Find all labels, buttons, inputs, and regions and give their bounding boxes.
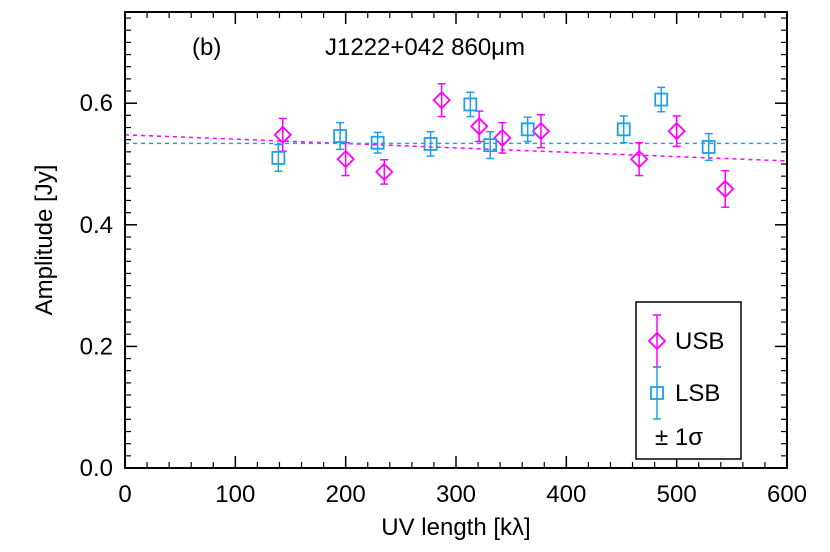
lsb-marker: [271, 151, 286, 165]
y-tick-label: 0.0: [80, 455, 113, 482]
usb-error-bar: [536, 114, 545, 149]
lsb-point: [616, 115, 631, 144]
lsb-point: [520, 116, 535, 143]
legend-usb-label: USB: [675, 328, 724, 355]
lsb-error-bar: [336, 121, 345, 151]
legend-item-lsb: LSB: [650, 366, 720, 420]
usb-marker: [629, 149, 649, 169]
y-tick-label: 0.6: [80, 90, 113, 117]
lsb-point: [333, 121, 348, 151]
legend-items: USB LSB: [647, 314, 724, 420]
usb-point: [469, 110, 489, 143]
y-axis-label: Amplitude [Jy]: [31, 165, 58, 316]
y-tick-label: 0.4: [80, 212, 113, 239]
legend-lsb-marker: [650, 386, 664, 400]
legend-lsb-label: LSB: [675, 380, 720, 407]
x-tick-label: 600: [767, 481, 807, 508]
usb-point: [432, 82, 451, 118]
data-points: [271, 82, 735, 208]
legend-item-usb: USB: [647, 314, 724, 368]
usb-marker: [493, 128, 512, 148]
x-tick-label: 100: [215, 481, 255, 508]
lsb-point: [701, 132, 716, 162]
panel-label: (b): [192, 34, 221, 61]
legend-lsb-error-bar: [653, 366, 661, 420]
legend-error-note: ± 1σ: [655, 424, 703, 451]
lsb-point: [370, 131, 385, 154]
x-tick-label: 300: [436, 481, 476, 508]
x-tick-label: 400: [546, 481, 586, 508]
usb-error-bar: [672, 115, 681, 148]
usb-fit-line: [124, 134, 788, 162]
lsb-marker: [701, 140, 716, 154]
legend: USB LSB ± 1σ: [635, 301, 742, 460]
lsb-error-bar: [426, 131, 435, 157]
usb-marker: [375, 162, 394, 182]
tick-labels: 0 100 200 300 400 500 600 0.0 0.2 0.4 0.6: [80, 90, 807, 508]
lsb-error-bar: [486, 131, 495, 160]
lsb-point: [483, 131, 498, 160]
lsb-marker: [333, 129, 348, 143]
lsb-error-bar: [274, 143, 283, 173]
x-axis-label: UV length [kλ]: [381, 514, 530, 541]
axis-ticks: [124, 12, 788, 469]
usb-point: [715, 169, 735, 208]
usb-point: [629, 141, 649, 177]
usb-error-bar: [341, 141, 350, 177]
lsb-point: [271, 143, 286, 173]
lsb-error-bar: [466, 91, 475, 118]
x-tick-label: 200: [326, 481, 366, 508]
usb-point: [375, 158, 394, 185]
lsb-marker: [654, 92, 669, 107]
usb-marker: [469, 117, 489, 136]
usb-point: [667, 115, 686, 148]
lsb-marker: [370, 135, 385, 150]
y-tick-label: 0.2: [80, 333, 113, 360]
usb-error-bar: [635, 141, 644, 177]
lsb-point: [463, 91, 478, 118]
usb-error-bar: [721, 169, 730, 208]
lsb-error-bar: [704, 132, 713, 162]
usb-marker: [336, 149, 355, 169]
lsb-marker: [483, 138, 498, 153]
x-tick-label: 0: [118, 481, 131, 508]
lsb-marker: [423, 137, 438, 151]
usb-point: [531, 114, 551, 149]
usb-marker: [531, 121, 551, 141]
usb-marker: [432, 90, 451, 110]
lsb-error-bar: [523, 116, 532, 143]
x-tick-label: 500: [657, 481, 697, 508]
lsb-point: [423, 131, 438, 157]
lsb-marker: [520, 122, 535, 137]
usb-error-bar: [437, 82, 446, 118]
usb-error-bar: [278, 117, 287, 152]
usb-marker: [667, 121, 686, 141]
lsb-marker: [616, 122, 631, 137]
legend-box: [635, 301, 742, 460]
usb-error-bar: [498, 121, 507, 154]
lsb-error-bar: [657, 86, 666, 113]
usb-marker: [715, 179, 735, 199]
usb-marker: [273, 125, 293, 145]
usb-error-bar: [475, 110, 484, 143]
legend-usb-marker: [647, 331, 667, 351]
chart-title: J1222+042 860μm: [325, 34, 525, 61]
lsb-error-bar: [619, 115, 628, 144]
lsb-marker: [463, 97, 478, 112]
usb-point: [493, 121, 512, 154]
fit-lines: [124, 134, 788, 162]
usb-point: [273, 117, 293, 152]
lsb-point: [654, 86, 669, 113]
